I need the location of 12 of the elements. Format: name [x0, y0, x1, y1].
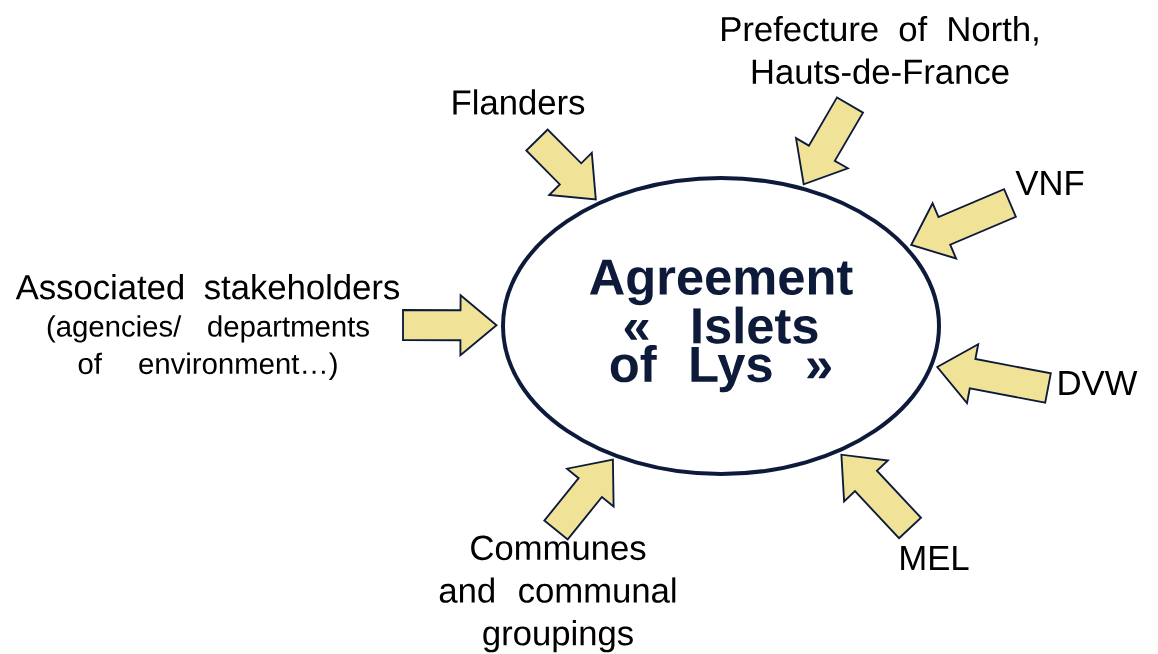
stakeholder-label: MEL	[901, 546, 969, 570]
stakeholder-label: VNF	[1015, 171, 1084, 195]
block-arrow	[935, 342, 1052, 406]
stakeholder-label: Associated stakeholders (agencies/ departments of environment…)	[15, 274, 399, 380]
block-arrow	[524, 128, 597, 201]
stakeholder-label: Flanders	[453, 89, 585, 115]
block-arrow	[402, 293, 498, 358]
block-arrow	[840, 453, 923, 540]
block-arrow	[543, 458, 615, 541]
stakeholder-label: Communes and communal groupings	[439, 535, 676, 653]
stakeholder-label: Prefecture of North, Hauts-de-France	[722, 15, 1038, 85]
stakeholder-label: DVW	[1059, 371, 1138, 395]
